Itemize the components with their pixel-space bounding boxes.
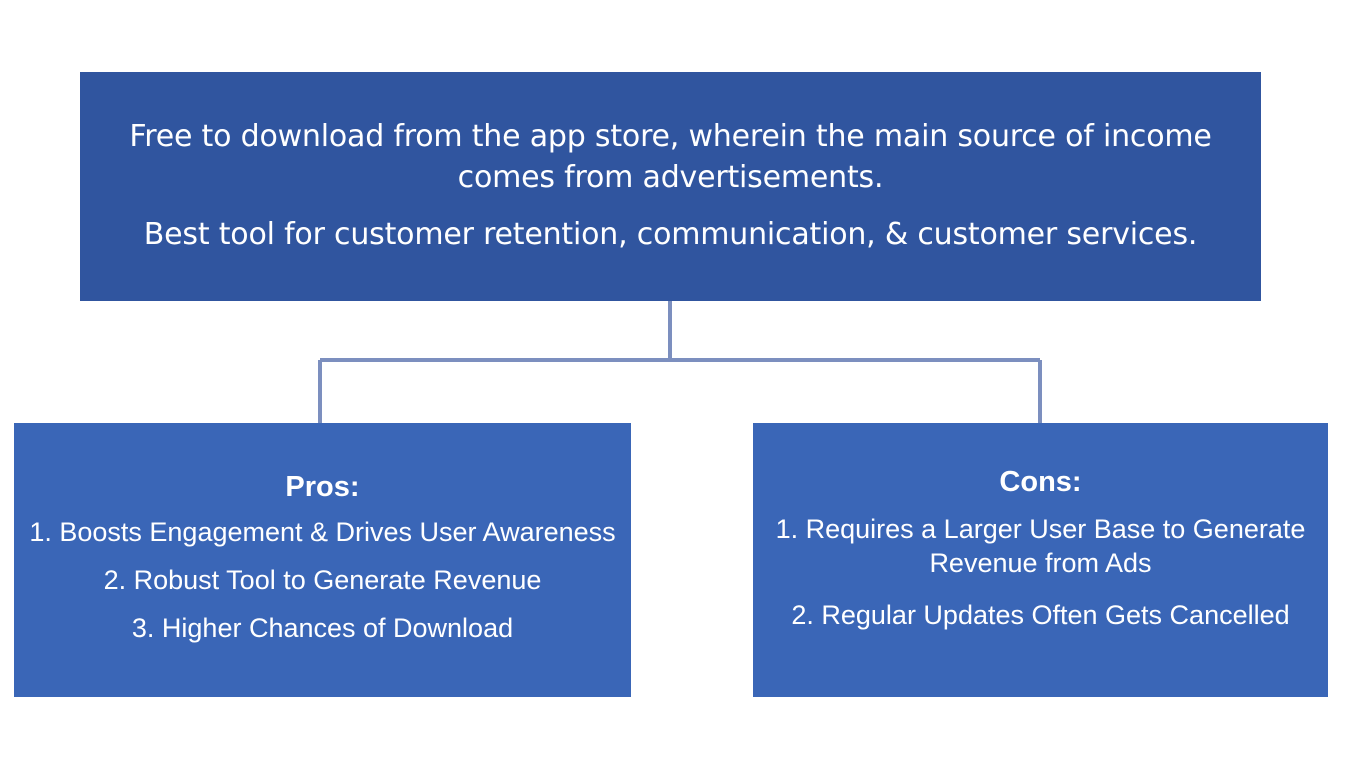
- pros-node-title: Pros:: [285, 471, 360, 504]
- pros-node: Pros: 1. Boosts Engagement & Drives User…: [14, 423, 631, 697]
- pros-node-item-1: 1. Boosts Engagement & Drives User Aware…: [29, 517, 616, 548]
- cons-node-item-1: 1. Requires a Larger User Base to Genera…: [775, 514, 1306, 579]
- cons-node-item-2: 2. Regular Updates Often Gets Cancelled: [791, 599, 1290, 630]
- pros-node-item-2: 2. Robust Tool to Generate Revenue: [103, 565, 542, 596]
- cons-node: Cons: 1. Requires a Larger User Base to …: [753, 423, 1328, 697]
- root-node-line-2: Best tool for customer retention, commun…: [143, 216, 1198, 252]
- cons-node-title: Cons:: [999, 466, 1082, 499]
- pros-node-item-3: 3. Higher Chances of Download: [131, 612, 514, 643]
- root-node-line-1: Free to download from the app store, whe…: [129, 119, 1212, 196]
- root-node: Free to download from the app store, whe…: [80, 72, 1261, 301]
